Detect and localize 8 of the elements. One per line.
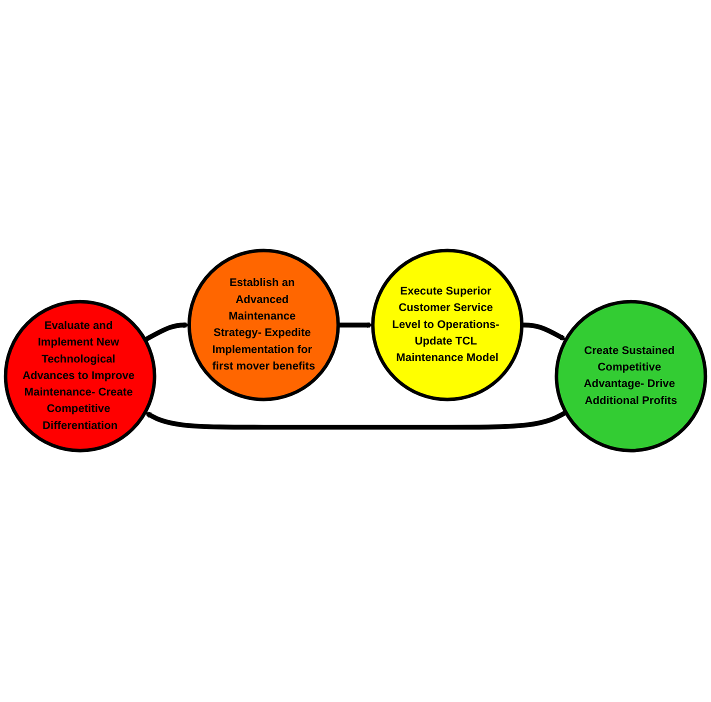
arrow (144, 322, 190, 342)
arrow (522, 323, 566, 342)
node-circle: Establish an Advanced Maintenance Strategy- Expedite Implementation for first mover benefits (187, 249, 340, 402)
arrow (338, 322, 374, 328)
node-circle: Execute Superior Customer Service Level to Operations- Update TCL Maintenance Model (371, 249, 524, 402)
node-circle: Evaluate and Implement New Technological Advances to Improve Maintenance- Create Competitive Differentiation (4, 300, 156, 453)
node-circle: Create Sustained Competitive Advantage- Drive Additional Profits (554, 300, 708, 453)
arrow (144, 410, 568, 430)
